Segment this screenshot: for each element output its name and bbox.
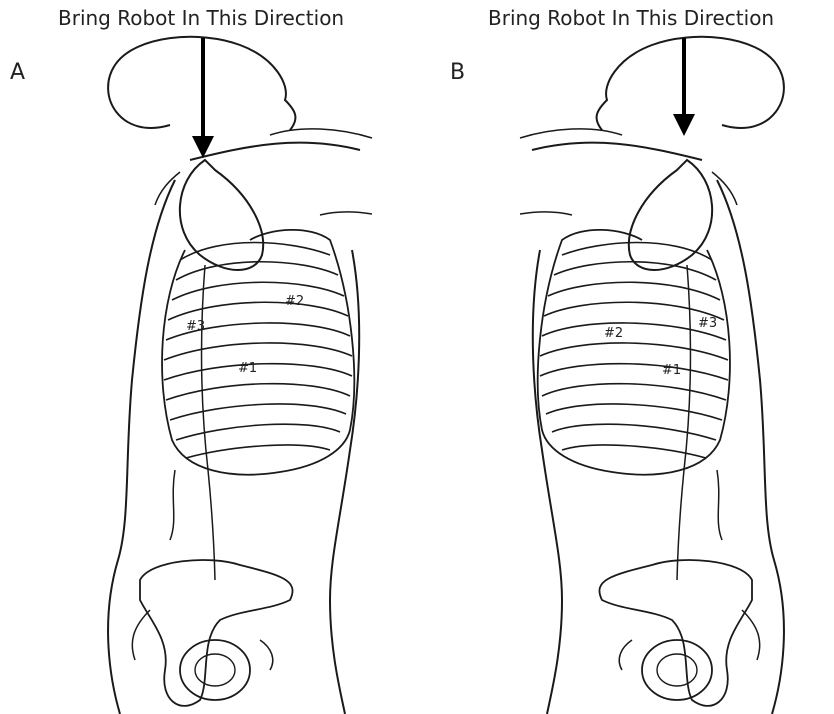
panel-b-label-3: #3 bbox=[698, 316, 717, 331]
panel-a-label-1: #1 bbox=[238, 361, 257, 376]
panel-b-anatomy bbox=[520, 37, 784, 714]
panel-a-label-3: #3 bbox=[186, 319, 205, 334]
panel-a-direction-arrow bbox=[192, 38, 214, 158]
panel-a-label-2: #2 bbox=[285, 294, 304, 309]
panel-b-label-1: #1 bbox=[662, 363, 681, 378]
panel-b-label-2: #2 bbox=[604, 326, 623, 341]
panel-b-direction-arrow bbox=[673, 38, 695, 136]
